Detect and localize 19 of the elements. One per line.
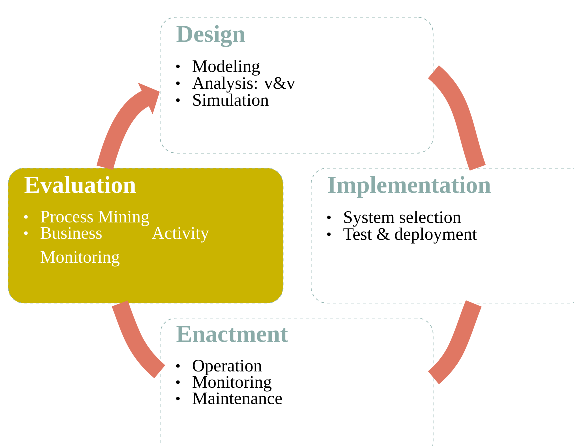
bullet-item: Business Activity Monitoring xyxy=(24,227,210,267)
bullet-item: Operation xyxy=(176,360,262,376)
bullet-item: Test & deployment xyxy=(327,228,478,244)
stage-box xyxy=(160,17,434,154)
bullet-item: System selection xyxy=(327,211,462,227)
bullet-item: Simulation xyxy=(176,94,269,106)
stage-box xyxy=(8,168,284,304)
stage-box xyxy=(160,318,434,446)
bullet-item: Maintenance xyxy=(176,392,282,404)
stage-heading: Design xyxy=(176,25,246,48)
stage-heading: Implementation xyxy=(328,176,491,198)
stage-box xyxy=(311,168,574,304)
stage-heading: Evaluation xyxy=(24,176,136,194)
bullet-item: Modeling xyxy=(176,60,260,76)
bullet-item: Process Mining xyxy=(24,210,150,226)
stage-heading: Enactment xyxy=(176,326,288,342)
cycle-arrow xyxy=(96,82,160,170)
bullet-item: Monitoring xyxy=(176,376,272,392)
bullet-item: Analysis: v&v xyxy=(176,76,296,93)
